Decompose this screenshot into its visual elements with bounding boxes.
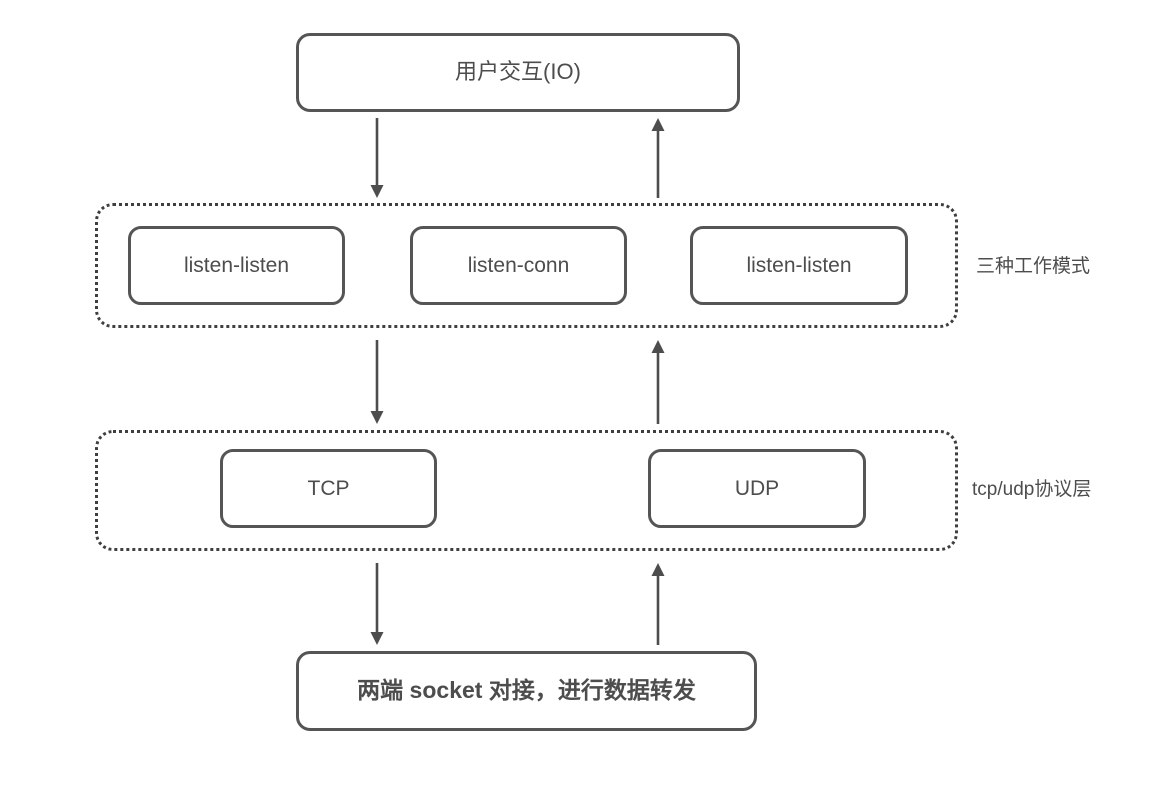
- node-label: TCP: [307, 476, 350, 500]
- node-listen-listen-left[interactable]: listen-listen: [128, 226, 345, 305]
- node-label: 用户交互(IO): [455, 59, 581, 85]
- arrow-modes-to-proto-down: [370, 340, 384, 424]
- node-user-interaction[interactable]: 用户交互(IO): [296, 33, 740, 112]
- side-label-protocol-layer: tcp/udp协议层: [972, 479, 1092, 500]
- group-work-modes: [95, 203, 958, 328]
- node-label: listen-conn: [467, 253, 570, 277]
- arrow-modes-to-top-up: [651, 118, 665, 198]
- node-socket-forwarding[interactable]: 两端 socket 对接，进行数据转发: [296, 651, 757, 731]
- arrow-socket-to-proto-up: [651, 563, 665, 645]
- node-tcp[interactable]: TCP: [220, 449, 437, 528]
- node-listen-listen-right[interactable]: listen-listen: [690, 226, 908, 305]
- arrow-top-to-modes-down: [370, 118, 384, 198]
- node-label: UDP: [734, 476, 780, 500]
- arrow-proto-to-modes-up: [651, 340, 665, 424]
- node-label: 两端 socket 对接，进行数据转发: [357, 677, 696, 704]
- node-listen-conn[interactable]: listen-conn: [410, 226, 627, 305]
- node-label: listen-listen: [746, 253, 852, 277]
- node-label: listen-listen: [183, 253, 290, 277]
- arrow-proto-to-socket-down: [370, 563, 384, 645]
- side-label-work-modes: 三种工作模式: [976, 256, 1091, 277]
- node-udp[interactable]: UDP: [648, 449, 866, 528]
- group-protocol-layer: [95, 430, 958, 551]
